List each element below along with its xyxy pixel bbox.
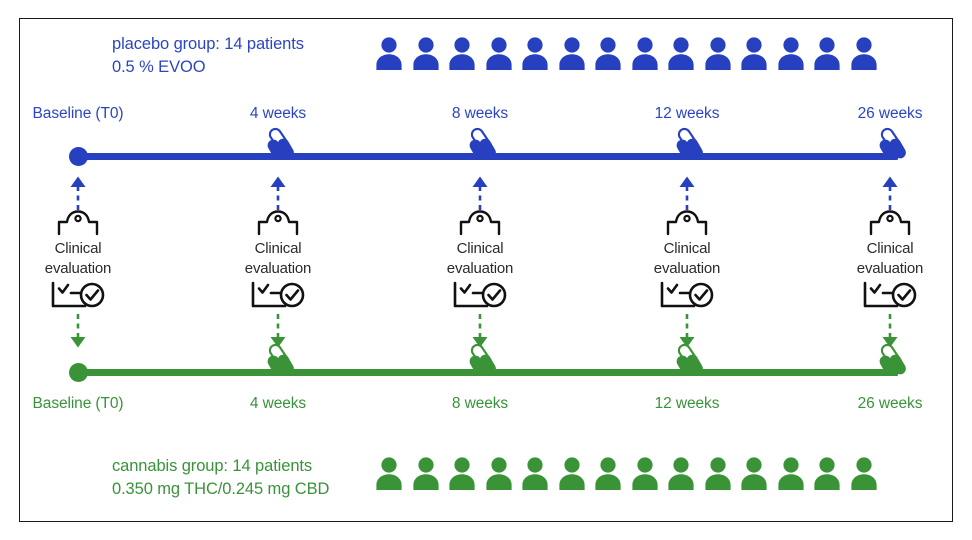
pill-capsule-icon	[260, 342, 302, 380]
clipboard-icon	[457, 210, 503, 236]
person-icon	[666, 456, 696, 490]
person-icon	[812, 36, 842, 70]
person-icon	[666, 36, 696, 70]
cannabis-caption-line1: cannabis group: 14 patients	[112, 457, 313, 475]
clipboard-icon	[867, 210, 913, 236]
timepoint-label: 12 weeks	[654, 105, 720, 122]
person-icon	[593, 456, 623, 490]
checklist-check-icon	[658, 280, 716, 310]
timepoint-label: Baseline (T0)	[32, 395, 124, 412]
pill-capsule-icon	[462, 342, 504, 380]
timepoint-label: 26 weeks	[857, 395, 923, 412]
person-icon	[630, 36, 660, 70]
person-icon	[374, 456, 404, 490]
person-icon	[447, 36, 477, 70]
checklist-check-icon	[249, 280, 307, 310]
person-icon	[703, 36, 733, 70]
eval-label-line1: Clinical	[663, 240, 711, 257]
clipboard-icon	[664, 210, 710, 236]
person-icon	[812, 456, 842, 490]
dashed-arrow-up-icon	[471, 176, 489, 210]
clinical-evaluation-label: Clinical evaluation	[446, 239, 514, 278]
clinical-evaluation-column: Clinical evaluation	[415, 176, 545, 348]
person-icon	[447, 456, 477, 490]
pill-capsule-icon	[669, 126, 711, 164]
timepoint-label: 4 weeks	[249, 395, 307, 412]
eval-label-line1: Clinical	[54, 240, 102, 257]
dashed-arrow-up-icon	[881, 176, 899, 210]
pill-capsule-icon	[462, 126, 504, 164]
checklist-check-icon	[861, 280, 919, 310]
person-icon	[776, 36, 806, 70]
dashed-arrow-up-icon	[69, 176, 87, 210]
eval-label-line2: evaluation	[856, 259, 924, 277]
timepoint-label: 12 weeks	[654, 395, 720, 412]
clinical-evaluation-column: Clinical evaluation	[213, 176, 343, 348]
timepoint-label: Baseline (T0)	[32, 105, 124, 122]
person-icon	[739, 36, 769, 70]
placebo-caption-line1: placebo group: 14 patients	[112, 35, 304, 53]
pill-capsule-icon	[260, 126, 302, 164]
cannabis-group-caption: cannabis group: 14 patients 0.350 mg THC…	[112, 455, 329, 501]
person-icon	[374, 36, 404, 70]
placebo-baseline-dot-marker	[69, 147, 88, 166]
figure-border	[19, 18, 953, 522]
dashed-arrow-down-icon	[471, 314, 489, 348]
clinical-evaluation-label: Clinical evaluation	[244, 239, 312, 278]
person-icon	[703, 456, 733, 490]
dashed-arrow-down-icon	[678, 314, 696, 348]
eval-label-line1: Clinical	[866, 240, 914, 257]
person-icon	[849, 36, 879, 70]
eval-label-line2: evaluation	[446, 259, 514, 277]
person-icon	[411, 456, 441, 490]
clinical-evaluation-column: Clinical evaluation	[13, 176, 143, 348]
timepoint-label: 4 weeks	[249, 105, 307, 122]
dashed-arrow-up-icon	[269, 176, 287, 210]
person-icon	[520, 36, 550, 70]
checklist-check-icon	[49, 280, 107, 310]
placebo-patient-icons	[374, 36, 879, 70]
timepoint-label: 26 weeks	[857, 105, 923, 122]
eval-label-line1: Clinical	[456, 240, 504, 257]
placebo-caption-line2: 0.5 % EVOO	[112, 58, 206, 76]
clipboard-icon	[255, 210, 301, 236]
clinical-evaluation-label: Clinical evaluation	[653, 239, 721, 278]
pill-capsule-icon	[872, 342, 914, 380]
cannabis-patient-icons	[374, 456, 879, 490]
pill-capsule-icon	[872, 126, 914, 164]
person-icon	[484, 36, 514, 70]
person-icon	[849, 456, 879, 490]
dashed-arrow-up-icon	[678, 176, 696, 210]
person-icon	[739, 456, 769, 490]
timepoint-label: 8 weeks	[451, 105, 509, 122]
dashed-arrow-down-icon	[881, 314, 899, 348]
clinical-evaluation-label: Clinical evaluation	[44, 239, 112, 278]
person-icon	[630, 456, 660, 490]
clipboard-icon	[55, 210, 101, 236]
person-icon	[520, 456, 550, 490]
pill-capsule-icon	[669, 342, 711, 380]
cannabis-baseline-dot-marker	[69, 363, 88, 382]
dashed-arrow-down-icon	[269, 314, 287, 348]
person-icon	[593, 36, 623, 70]
dashed-arrow-down-icon	[69, 314, 87, 348]
person-icon	[411, 36, 441, 70]
person-icon	[484, 456, 514, 490]
person-icon	[557, 456, 587, 490]
eval-label-line2: evaluation	[244, 259, 312, 277]
eval-label-line2: evaluation	[44, 259, 112, 277]
eval-label-line2: evaluation	[653, 259, 721, 277]
cannabis-caption-line2: 0.350 mg THC/0.245 mg CBD	[112, 480, 330, 498]
clinical-evaluation-column: Clinical evaluation	[622, 176, 752, 348]
placebo-group-caption: placebo group: 14 patients 0.5 % EVOO	[112, 33, 304, 79]
checklist-check-icon	[451, 280, 509, 310]
person-icon	[776, 456, 806, 490]
timepoint-label: 8 weeks	[451, 395, 509, 412]
person-icon	[557, 36, 587, 70]
clinical-evaluation-column: Clinical evaluation	[825, 176, 955, 348]
eval-label-line1: Clinical	[254, 240, 302, 257]
clinical-evaluation-label: Clinical evaluation	[856, 239, 924, 278]
